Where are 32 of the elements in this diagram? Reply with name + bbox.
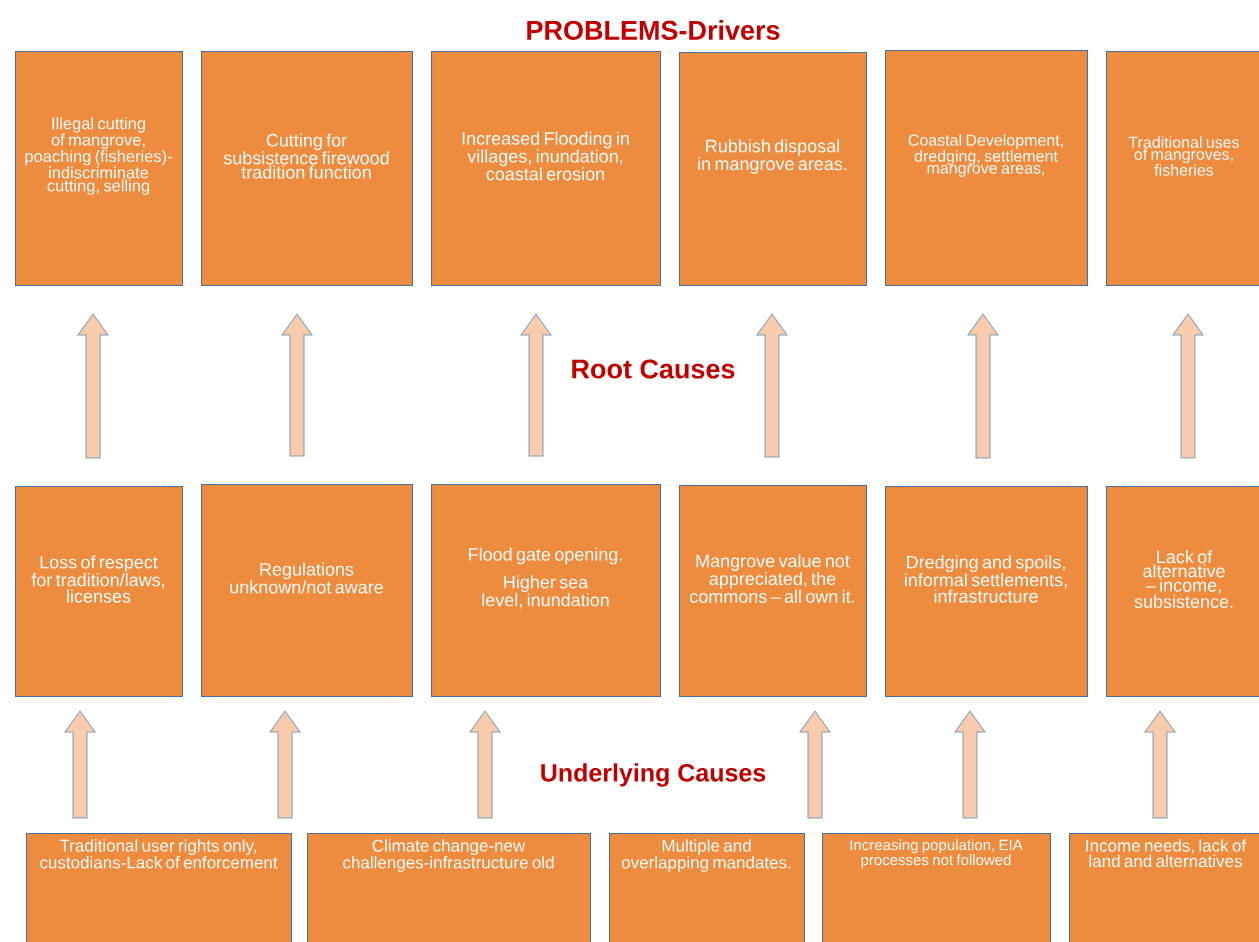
block-arrow [1172, 313, 1204, 459]
cause-box: Regulations unknown/not aware [201, 484, 413, 697]
cause-box: Cutting for subsistence firewood tradition function [201, 51, 413, 286]
cause-box: Illegal cutting of mangrove, poaching (fisheries)-indiscriminate cutting, selling [15, 51, 183, 286]
block-arrow [967, 313, 999, 459]
cause-box: Flood gate opening. Higher sea level, inundation [431, 484, 661, 697]
cause-box: Multiple and overlapping mandates. [609, 833, 805, 942]
section-heading: PROBLEMS-Drivers [527, 20, 780, 40]
block-arrow [954, 710, 986, 819]
section-heading: Underlying Causes [541, 763, 766, 787]
block-arrow [756, 313, 788, 458]
block-arrow [799, 710, 831, 819]
cause-box: Lack of alternative – income, subsistence. [1106, 486, 1259, 697]
block-arrow [269, 710, 301, 819]
section-heading: Root Causes [572, 359, 735, 379]
cause-box: Increasing population, EIA processes not followed [822, 833, 1051, 942]
cause-box: Mangrove value not appreciated, the commons – all own it. [679, 485, 867, 697]
cause-box: Coastal Development, dredging, settlement mangrove areas, [885, 50, 1088, 286]
block-arrow [77, 313, 109, 459]
block-arrow [281, 313, 313, 457]
cause-box: Traditional uses of mangroves, fisheries [1106, 51, 1259, 286]
cause-box: Increased Flooding in villages, inundation, coastal erosion [431, 51, 661, 286]
cause-box: Dredging and spoils, informal settlements, infrastructure [885, 486, 1088, 697]
block-arrow [1144, 710, 1176, 819]
block-arrow [469, 710, 501, 819]
cause-box: Rubbish disposal in mangrove areas. [679, 52, 867, 286]
cause-box: Loss of respect for tradition/laws, licenses [15, 486, 183, 697]
cause-box: Income needs, lack of land and alternatives [1069, 833, 1259, 942]
cause-box: Climate change-new challenges-infrastructure old [307, 833, 591, 942]
block-arrow [520, 313, 552, 457]
block-arrow [64, 710, 96, 819]
cause-box: Traditional user rights only, custodians-Lack of enforcement [26, 833, 292, 942]
